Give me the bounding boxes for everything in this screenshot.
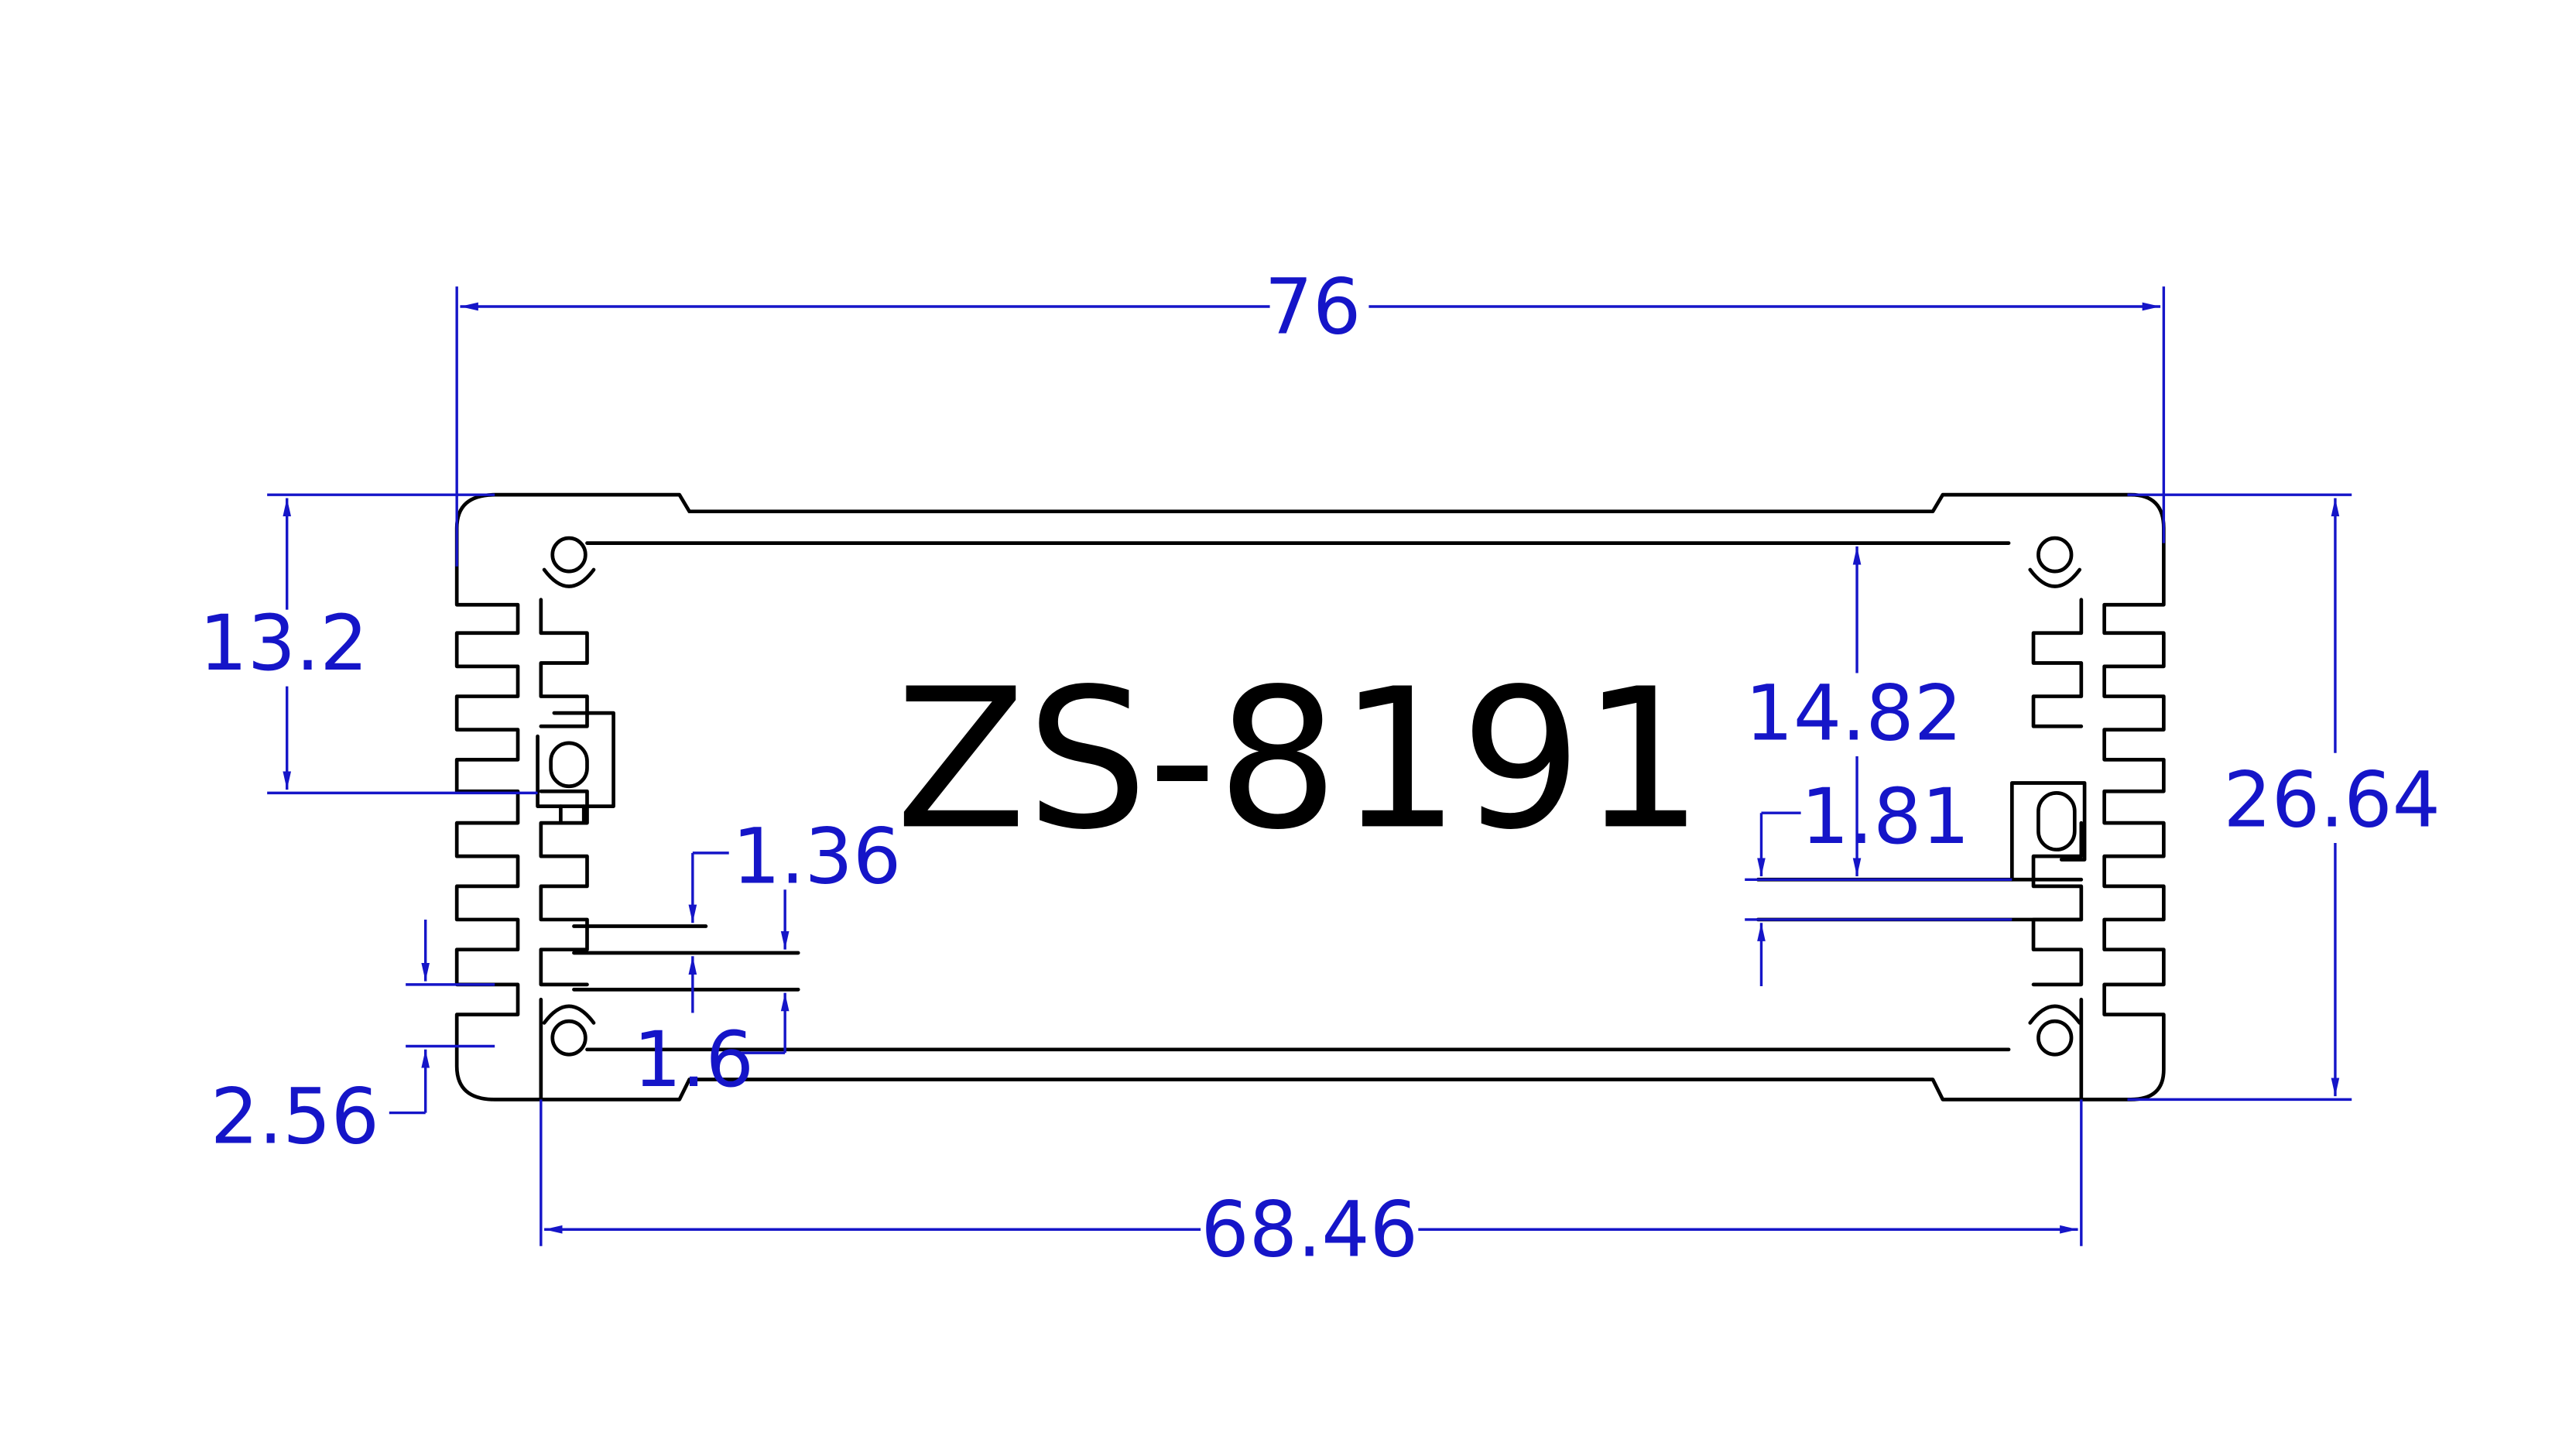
dim-label-13-2: 13.2 — [199, 600, 368, 689]
left-inner-wall — [539, 541, 2011, 1102]
dim-label-2-56: 2.56 — [211, 1073, 379, 1162]
dim-label-76: 76 — [1265, 263, 1362, 352]
dimension-2-56: 2.56 — [211, 919, 495, 1162]
clip-slot-left — [536, 711, 615, 825]
screw-boss-top-right — [2028, 536, 2082, 588]
model-title: ZS-8191 — [896, 646, 1704, 872]
dim-label-26-64: 26.64 — [2223, 756, 2441, 845]
clip-slot-right — [2009, 781, 2087, 882]
dimension-1-6: 1.6 — [633, 889, 790, 1105]
outer-shell — [454, 492, 2166, 1102]
dimension-14-82: 14.82 — [1745, 546, 1963, 876]
dimension-68-46: 68.46 — [540, 1099, 2083, 1275]
dimension-1-81: 1.81 — [1745, 773, 2012, 987]
dim-label-1-6: 1.6 — [633, 1016, 754, 1105]
dim-label-14-82: 14.82 — [1745, 670, 1963, 759]
screw-boss-bottom-right — [2028, 1004, 2082, 1057]
screw-boss-bottom-left — [542, 1004, 596, 1057]
dimension-1-36: 1.36 — [693, 813, 901, 1013]
enclosure-profile — [454, 492, 2166, 1102]
left-rail — [572, 924, 800, 992]
dim-label-1-36: 1.36 — [732, 813, 901, 902]
dimension-76: 76 — [455, 263, 2166, 567]
screw-boss-top-left — [542, 536, 596, 588]
dimension-13-2: 13.2 — [199, 493, 538, 795]
dimension-26-64: 26.64 — [2127, 493, 2441, 1102]
dim-label-68-46: 68.46 — [1201, 1186, 1418, 1275]
dim-label-1-81: 1.81 — [1801, 773, 1970, 862]
